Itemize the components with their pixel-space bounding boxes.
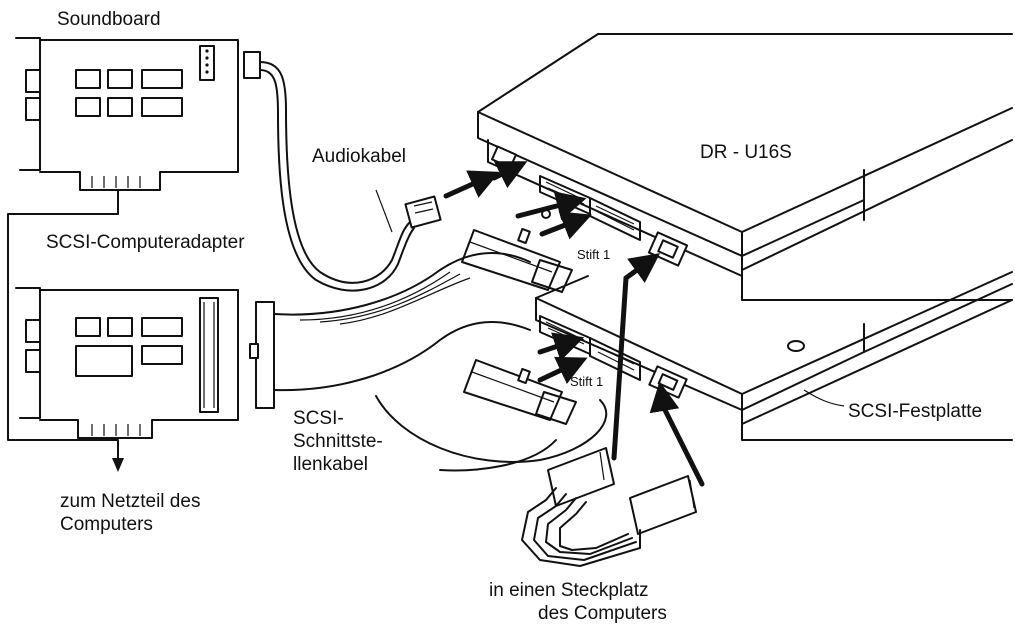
scsi-adapter-card xyxy=(15,287,275,439)
audiokabel-label: Audiokabel xyxy=(312,146,407,167)
festplatte-leader xyxy=(803,389,845,407)
scsi-cable-label-1: SCSI- xyxy=(293,408,344,429)
cdrom-drive xyxy=(477,33,1013,301)
netzteil-label-2: Computers xyxy=(60,514,153,535)
netzteil-label-1: zum Netzteil des xyxy=(60,491,201,512)
audio-cable xyxy=(259,61,442,292)
stift1-bottom-label: Stift 1 xyxy=(570,374,604,389)
power-line xyxy=(7,189,119,461)
stift1-top-label: Stift 1 xyxy=(577,247,611,262)
soundboard-label: Soundboard xyxy=(57,9,161,30)
power-arrow xyxy=(112,458,124,472)
connection-arrows xyxy=(443,161,705,487)
steckplatz-label-1: in einen Steckplatz xyxy=(489,580,649,601)
drive-model-label: DR - U16S xyxy=(700,142,792,163)
scsi-adapter-label: SCSI-Computeradapter xyxy=(46,232,245,253)
scsi-festplatte-label: SCSI-Festplatte xyxy=(848,401,983,422)
steckplatz-label-2: des Computers xyxy=(538,603,667,624)
soundboard-card xyxy=(15,37,261,191)
scsi-ribbon-cable xyxy=(273,227,608,472)
power-connector xyxy=(521,447,697,567)
scsi-cable-label-2: Schnittste- xyxy=(293,431,383,452)
soundboard-pins xyxy=(205,49,209,74)
scsi-cable-label-3: llenkabel xyxy=(293,454,368,475)
